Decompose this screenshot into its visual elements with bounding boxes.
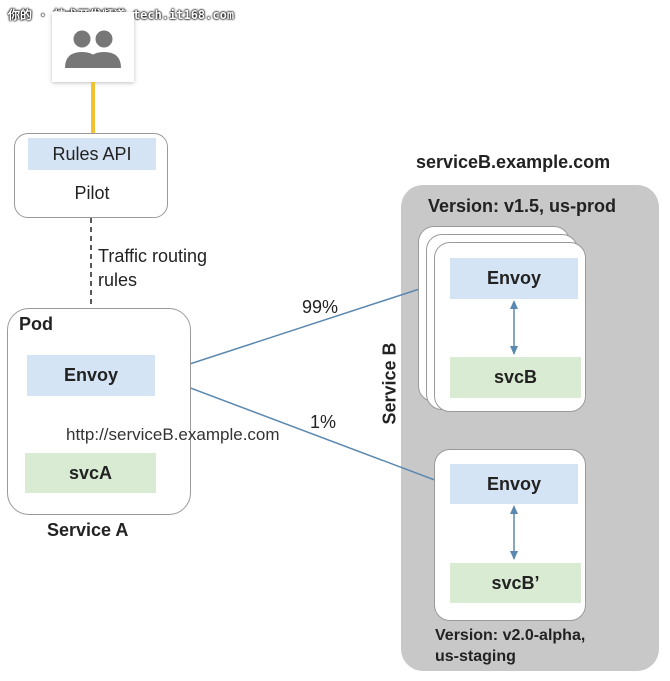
envoy-service-b-staging: Envoy [450, 464, 578, 504]
users-group-icon [65, 30, 121, 68]
pilot-title: Pilot [74, 183, 110, 203]
service-b-vertical-label: Service B [379, 342, 400, 425]
envoy-service-b-prod: Envoy [450, 258, 578, 299]
route-secondary-percent: 1% [310, 412, 337, 432]
traffic-rules-line1: Traffic routing [98, 246, 208, 266]
pod-label: Pod [19, 314, 53, 334]
version-staging-label: Version: v2.0-alpha, us-staging [435, 625, 585, 667]
version-staging-line1: Version: v2.0-alpha, [435, 627, 586, 644]
traffic-routing-rules-label: Traffic routing rules [98, 244, 207, 292]
svcb-prod-box: svcB [450, 357, 581, 398]
version-staging-line2: us-staging [435, 648, 516, 665]
service-a-label: Service A [47, 520, 129, 540]
prod-envoy-svcb-link [510, 300, 518, 355]
service-b-domain: serviceB.example.com [416, 152, 611, 172]
users-box [52, 12, 134, 82]
route-secondary-arrow [155, 374, 449, 486]
svcb-staging-box: svcB’ [450, 563, 581, 603]
svca-box: svcA [25, 453, 156, 493]
rules-api-box: Rules API [28, 138, 156, 170]
service-b-url-label: http://serviceB.example.com [66, 425, 280, 444]
envoy-service-a: Envoy [27, 355, 155, 396]
pilot-card: Rules API Pilot [14, 133, 168, 218]
traffic-rules-line2: rules [98, 270, 138, 290]
route-primary-percent: 99% [302, 297, 339, 317]
route-primary-arrow [155, 278, 448, 376]
version-prod-label: Version: v1.5, us-prod [428, 196, 617, 216]
staging-envoy-svcb-link [510, 505, 518, 560]
